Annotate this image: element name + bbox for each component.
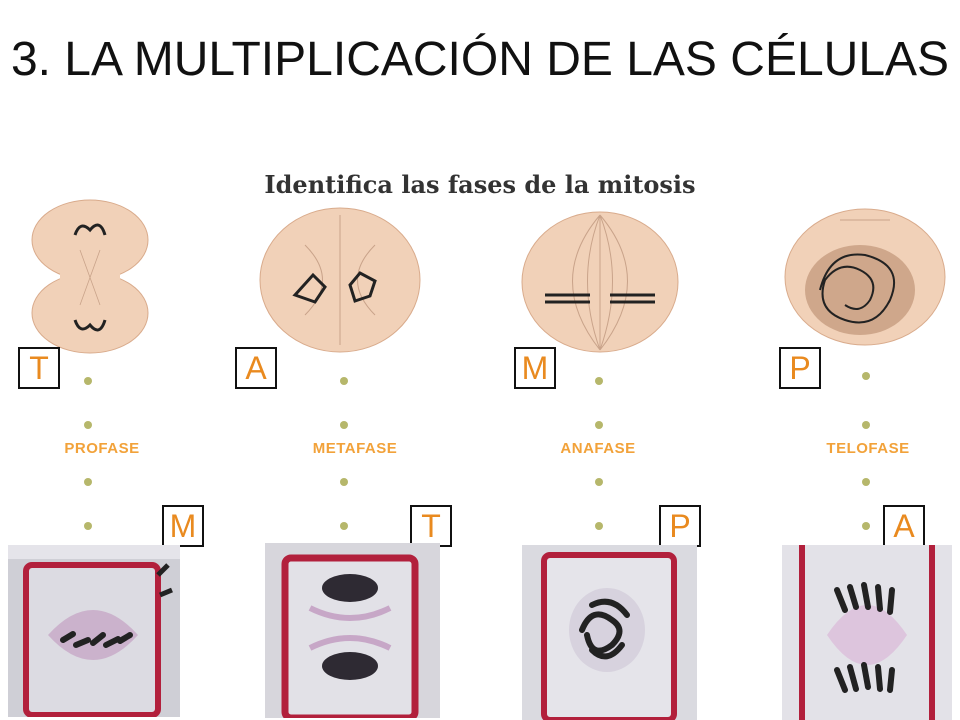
connector-dot <box>340 377 348 385</box>
connector-dot <box>862 372 870 380</box>
phase-label-profase: PROFASE <box>64 440 140 457</box>
connector-dot <box>595 478 603 486</box>
connector-dot <box>340 522 348 530</box>
phase-label-telofase: TELOFASE <box>826 440 910 457</box>
connector-dot <box>595 421 603 429</box>
bottom-answer-box-1[interactable]: M <box>162 505 204 547</box>
connector-dot <box>84 377 92 385</box>
metaphase-drawing <box>259 207 421 353</box>
connector-dot <box>84 421 92 429</box>
connector-dot <box>340 478 348 486</box>
connector-dot <box>595 377 603 385</box>
top-answer-box-4[interactable]: P <box>779 347 821 389</box>
phase-label-metafase: METAFASE <box>312 440 398 457</box>
connector-dot <box>862 421 870 429</box>
top-answer-box-3[interactable]: M <box>514 347 556 389</box>
telophase-photo <box>265 543 440 718</box>
telophase-drawing <box>31 199 149 354</box>
prophase-photo <box>522 545 697 720</box>
connector-dot <box>84 478 92 486</box>
prophase-drawing <box>784 208 946 346</box>
top-answer-box-2[interactable]: A <box>235 347 277 389</box>
bottom-answer-box-3[interactable]: P <box>659 505 701 547</box>
anaphase-photo <box>782 545 952 720</box>
connector-dot <box>862 522 870 530</box>
anaphase-drawing <box>521 211 679 353</box>
connector-dot <box>595 522 603 530</box>
connector-dot <box>84 522 92 530</box>
page-title: 3. LA MULTIPLICACIÓN DE LAS CÉLULAS <box>10 33 950 86</box>
diagram-subtitle: Identifica las fases de la mitosis <box>264 170 696 199</box>
bottom-answer-box-4[interactable]: A <box>883 505 925 547</box>
connector-dot <box>862 478 870 486</box>
connector-dot <box>340 421 348 429</box>
bottom-answer-box-2[interactable]: T <box>410 505 452 547</box>
top-answer-box-1[interactable]: T <box>18 347 60 389</box>
phase-label-anafase: ANAFASE <box>560 440 636 457</box>
metaphase-photo <box>8 545 180 717</box>
